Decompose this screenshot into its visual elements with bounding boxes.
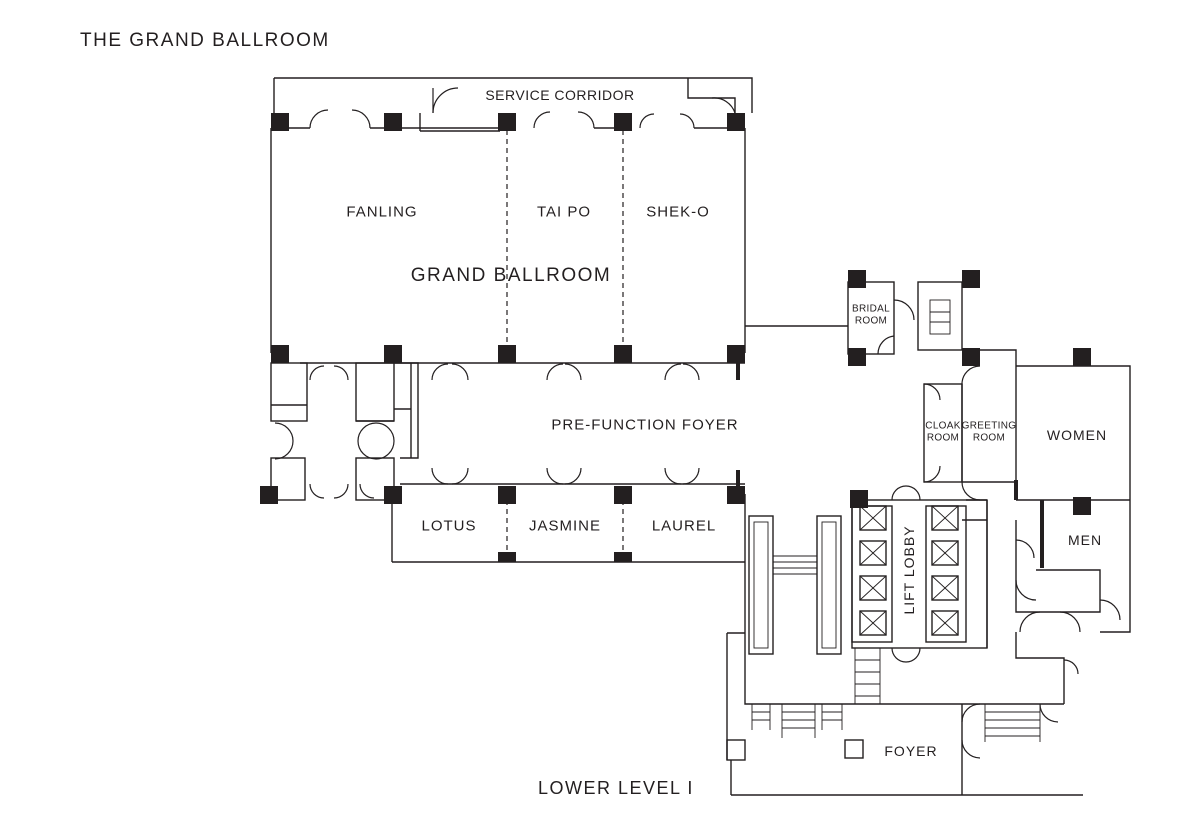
laurel-label: LAUREL (651, 517, 717, 535)
fanling-label: FANLING (346, 203, 418, 221)
greeting-room-label: GREETING ROOM (961, 420, 1017, 444)
meeting-rooms-walls (391, 494, 746, 563)
door-swing-icon (432, 87, 459, 114)
lower-foyer-walls (726, 562, 1083, 796)
shek-o-label: SHEK-O (646, 203, 710, 221)
service-corridor-label: SERVICE CORRIDOR (485, 86, 635, 103)
page-title: THE GRAND BALLROOM (80, 30, 330, 51)
grand-ballroom-label: GRAND BALLROOM (410, 265, 612, 287)
stairs-icon (751, 648, 1041, 742)
lotus-label: LOTUS (421, 517, 477, 535)
escalator-icon (748, 515, 842, 655)
jasmine-label: JASMINE (528, 517, 602, 535)
lift-lobby (851, 485, 988, 663)
pre-function-foyer-label: PRE-FUNCTION FOYER (551, 416, 739, 434)
bridal-room-walls (847, 281, 963, 355)
men-label: MEN (1067, 531, 1103, 548)
level-label: LOWER LEVEL I (538, 778, 694, 798)
cloak-room-label: CLOAK ROOM (925, 420, 961, 444)
lift-x-box-icon (859, 505, 959, 636)
bridal-room-label: BRIDAL ROOM (852, 303, 890, 327)
women-label: WOMEN (1046, 426, 1108, 443)
square-column-icon (260, 113, 1091, 562)
foyer-label: FOYER (884, 742, 938, 759)
tai-po-label: TAI PO (536, 203, 592, 221)
lift-lobby-label: LIFT LOBBY (900, 525, 917, 615)
west-vestibules (270, 362, 419, 501)
grand-ballroom-walls (270, 109, 848, 353)
door-swing-icon (711, 97, 736, 114)
